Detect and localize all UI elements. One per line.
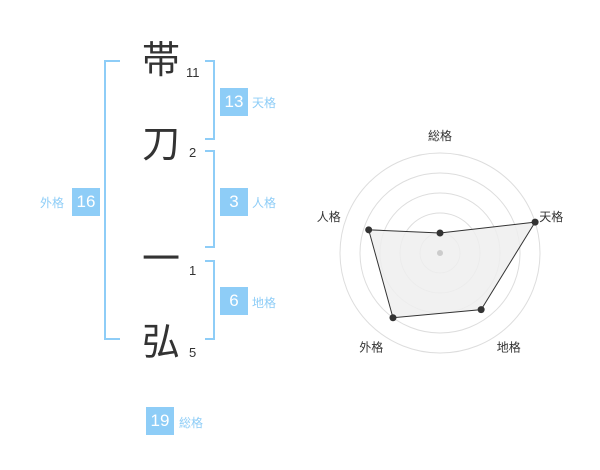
tenkaku-value: 13	[220, 88, 248, 116]
gaikaku-value: 16	[72, 188, 100, 216]
chikaku-value: 6	[220, 287, 248, 315]
radar-center	[437, 250, 443, 256]
gaikaku-label: 外格	[40, 196, 65, 210]
name-char-4: 弘	[142, 320, 181, 364]
radar-grid-ring	[359, 172, 521, 334]
name-char-3: 一	[142, 237, 181, 281]
radar-grid-ring	[339, 152, 541, 354]
radar-point	[531, 218, 539, 226]
name-char-1: 帯	[142, 38, 181, 82]
name-char-2: 刀	[142, 122, 181, 166]
stroke-count-1: 11	[186, 65, 200, 80]
radar-area	[368, 221, 537, 319]
stroke-count-4: 5	[189, 345, 197, 360]
radar-point	[389, 314, 397, 322]
jinkaku-bracket	[205, 150, 215, 248]
soukaku-label: 総格	[179, 416, 204, 430]
radar-axis-label: 人格	[317, 209, 341, 224]
radar-axis-label: 地格	[497, 340, 521, 355]
radar-axis-label: 外格	[359, 340, 383, 355]
radar-axis-label: 天格	[539, 209, 563, 224]
gaikaku-bracket	[104, 60, 120, 340]
stroke-count-3: 1	[189, 263, 197, 278]
jinkaku-value: 3	[220, 188, 248, 216]
stroke-count-2: 2	[189, 145, 197, 160]
chikaku-bracket	[205, 260, 215, 340]
radar-point	[436, 229, 444, 237]
chikaku-label: 地格	[252, 296, 277, 310]
radar-point	[365, 226, 373, 234]
radar-axis-label: 総格	[428, 128, 452, 143]
jinkaku-label: 人格	[252, 196, 277, 210]
soukaku-value: 19	[146, 407, 174, 435]
tenkaku-bracket	[205, 60, 215, 140]
radar-point	[477, 306, 485, 314]
tenkaku-label: 天格	[252, 96, 277, 110]
